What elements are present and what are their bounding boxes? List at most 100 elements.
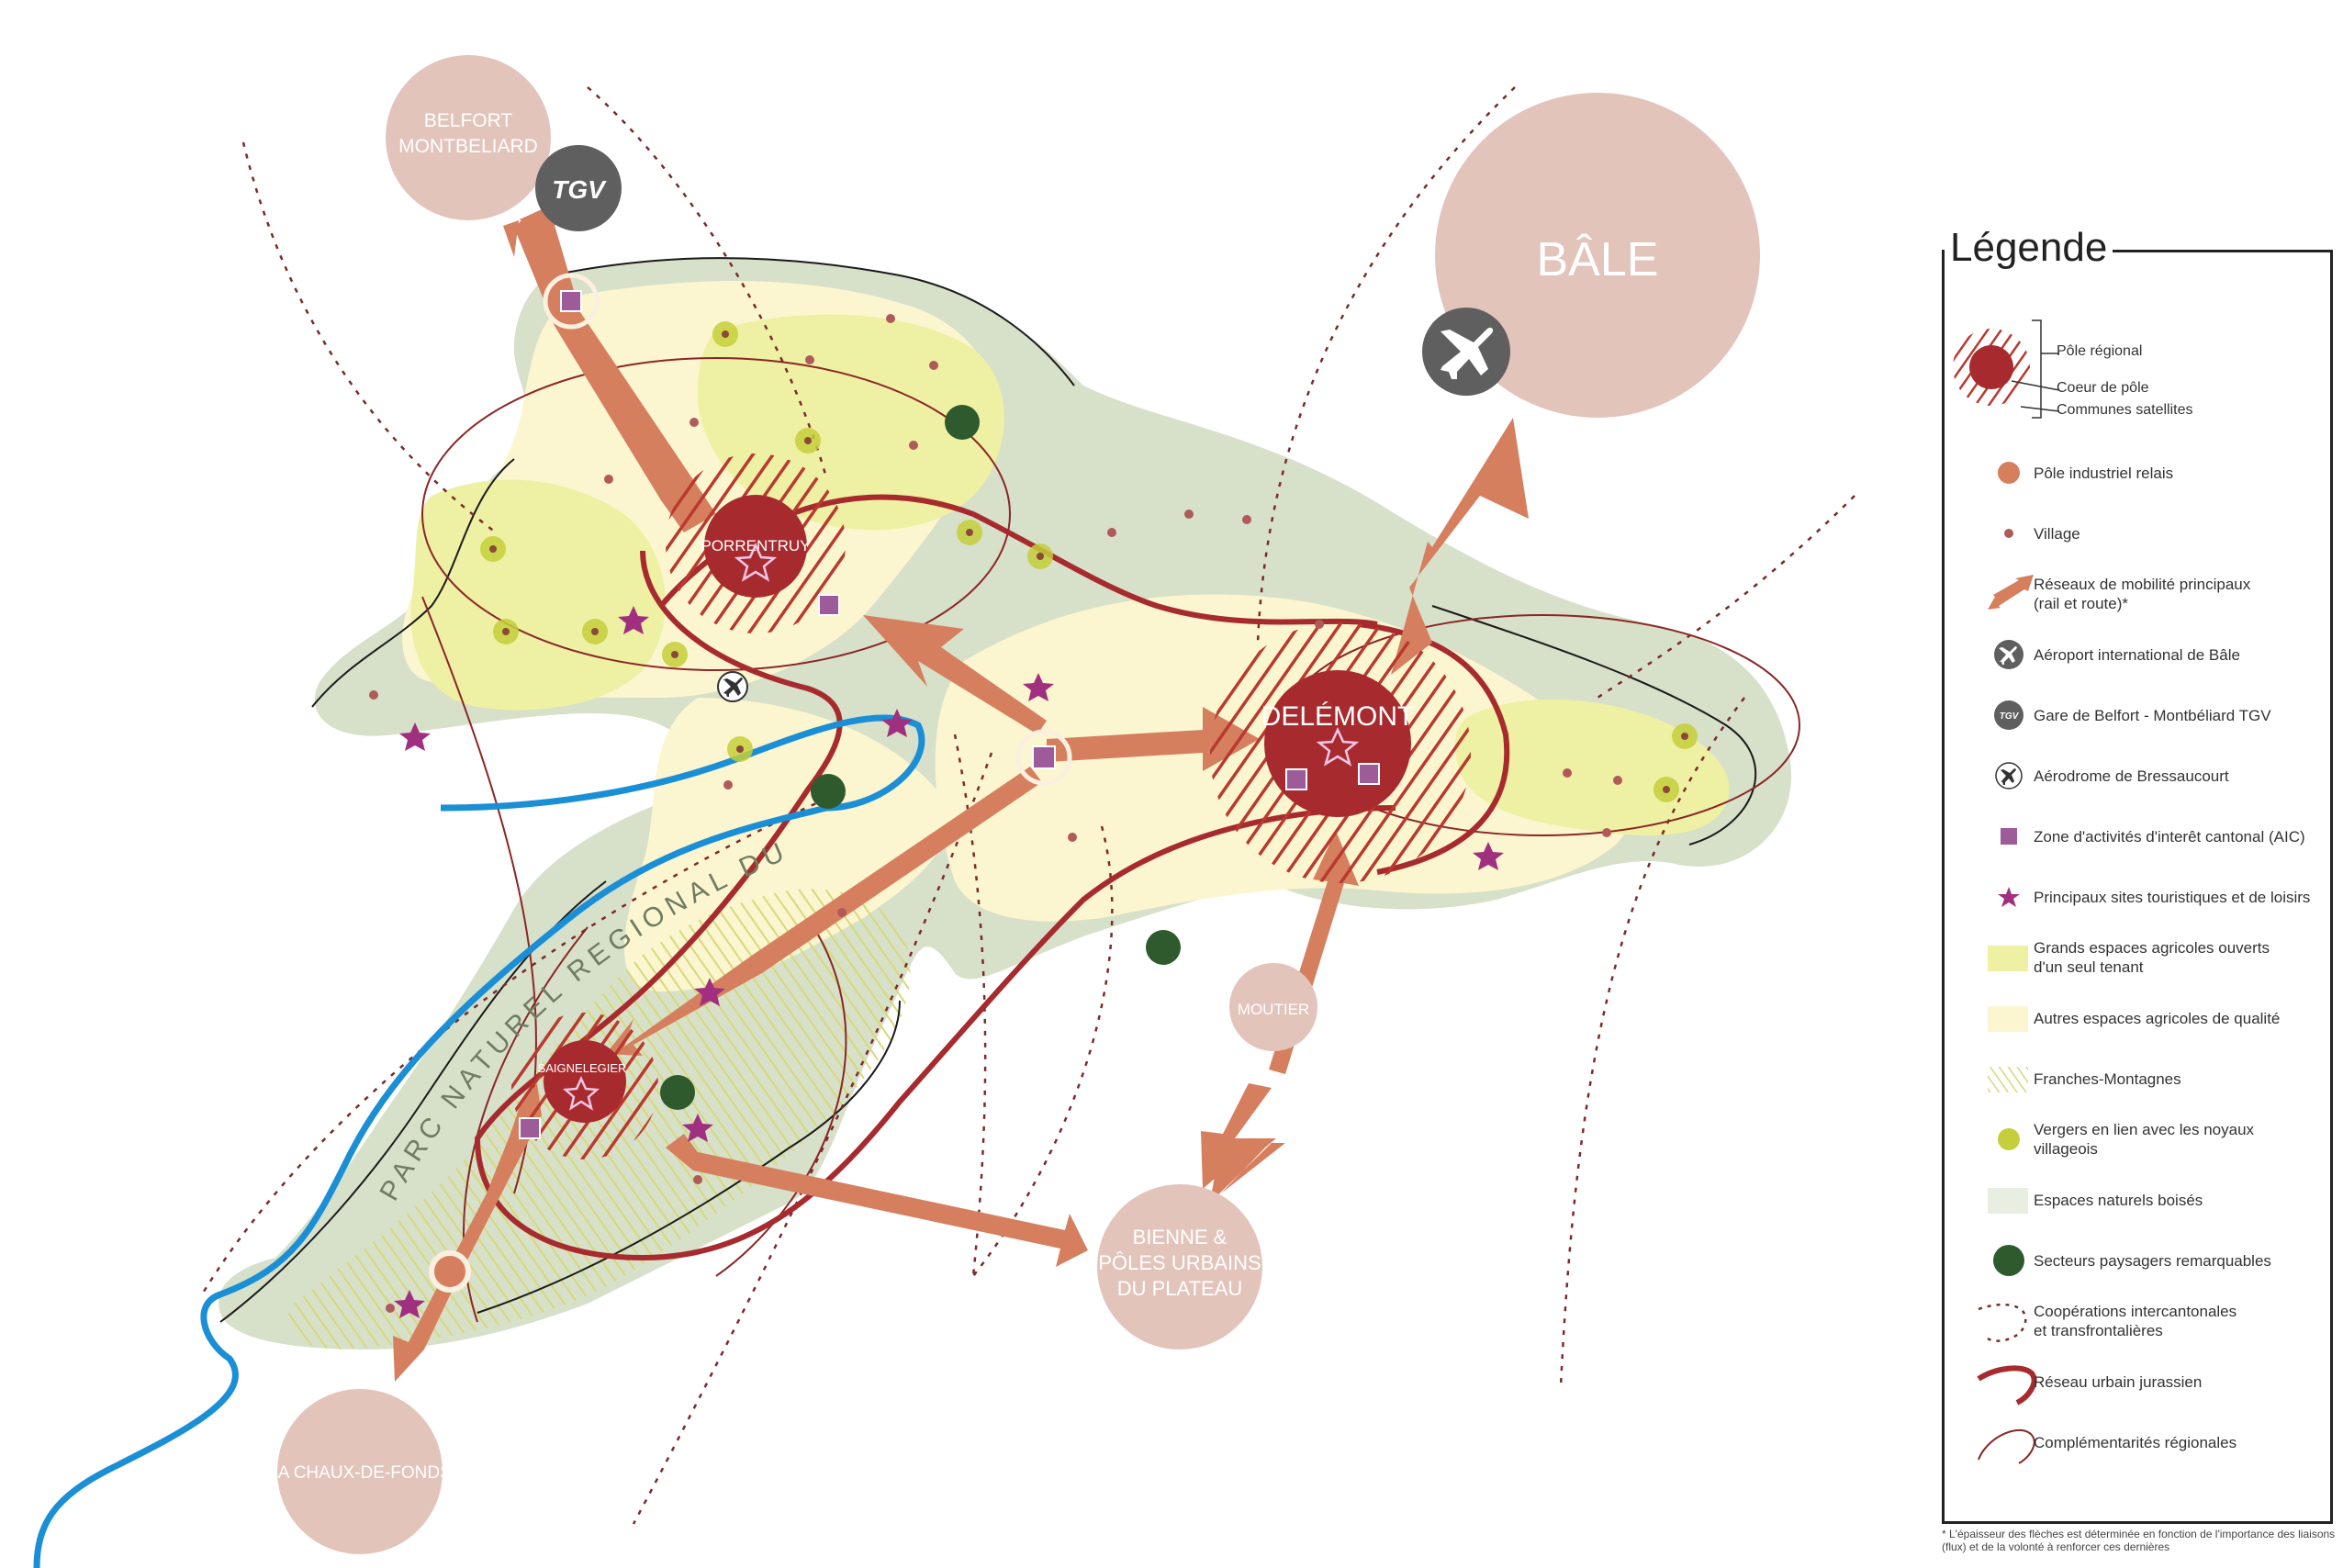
delemont-core[interactable] xyxy=(1264,670,1411,817)
villages xyxy=(369,314,1622,1313)
star-icon xyxy=(734,543,778,582)
yellow-green-box-icon xyxy=(1967,927,2050,988)
orange-dot-icon xyxy=(1967,442,2050,503)
star-icon xyxy=(562,1075,600,1111)
agri-open-zone-west xyxy=(410,479,666,711)
airport-icon[interactable] xyxy=(1422,308,1510,396)
bienne-bubble[interactable] xyxy=(1097,1184,1262,1350)
legend-item: Réseau urbain jurassien xyxy=(1942,1351,2327,1412)
aerodrome-icon[interactable] xyxy=(717,671,748,702)
legend-item-label: Complémentarités régionales xyxy=(2034,1433,2237,1451)
legend-item: Franches-Montagnes xyxy=(1942,1048,2327,1109)
legend-item: Réseaux de mobilité principaux(rail et r… xyxy=(1942,564,2327,624)
legend-item: Aéroport international de Bâle xyxy=(1942,624,2327,685)
legend-footnote: * L'épaisseur des flèches est déterminée… xyxy=(1942,1528,2336,1553)
legend-item: Complémentarités régionales xyxy=(1942,1412,2327,1473)
arrow-moutier-south xyxy=(1201,1083,1272,1189)
legend-item-label: Franches-Montagnes xyxy=(2034,1070,2181,1088)
pale-green-box-icon xyxy=(1967,1170,2050,1230)
legend-pole-regional-label: Pôle régional xyxy=(2057,343,2143,359)
double-arrow-icon xyxy=(1967,564,2050,624)
legend-item-label: Principaux sites touristiques et de lois… xyxy=(2034,888,2311,906)
dark-green-dot-icon xyxy=(1967,1230,2050,1291)
arrow-saignelegier-chaux xyxy=(393,1083,542,1382)
purple-square-icon xyxy=(1967,806,2050,867)
legend-item-label: Village xyxy=(2034,524,2080,543)
thin-red-curve-icon xyxy=(1967,1412,2050,1473)
chaux-bubble[interactable] xyxy=(277,1389,443,1554)
legend-item: Zone d'activités d'interêt cantonal (AIC… xyxy=(1942,806,2327,867)
legend-item-label: Réseaux de mobilité principaux(rail et r… xyxy=(2034,576,2251,612)
orchards xyxy=(480,321,1698,802)
thick-red-curve-icon xyxy=(1967,1351,2050,1412)
industrial-relay-pole[interactable] xyxy=(429,1250,471,1293)
saignelegier-label: SAIGNELEGIER xyxy=(538,1061,627,1075)
legend-item-label: Pôle industriel relais xyxy=(2034,464,2174,482)
airplane-dark-icon xyxy=(1967,624,2050,685)
legend-communes-satellites-label: Communes satellites xyxy=(2057,402,2193,418)
moutier-bubble[interactable] xyxy=(1229,963,1317,1051)
chaux-label: LA CHAUX-DE-FONDS xyxy=(268,1463,452,1483)
legend-coeur-pole-label: Coeur de pôle xyxy=(2057,380,2149,396)
legend-item: Secteurs paysagers remarquables xyxy=(1942,1230,2327,1291)
legend-item: Principaux sites touristiques et de lois… xyxy=(1942,867,2327,927)
legend-item-label: Secteurs paysagers remarquables xyxy=(2034,1251,2271,1270)
tgv-dark-icon: TGV xyxy=(1967,685,2050,745)
cooperation-curves xyxy=(200,86,1855,1525)
hub-porrentruy-belfort[interactable] xyxy=(543,273,600,330)
legend-item: Vergers en lien avec les noyaux villageo… xyxy=(1942,1109,2327,1170)
pole-regional-symbol xyxy=(1953,319,2060,419)
legend-item-label: Zone d'activités d'interêt cantonal (AIC… xyxy=(2034,827,2305,846)
legend-item-label: Espaces naturels boisés xyxy=(2034,1191,2203,1209)
arrow-hub-saignelegier xyxy=(606,767,1042,1056)
mobility-arrows xyxy=(393,200,1529,1382)
river-doubs xyxy=(33,714,925,1568)
arrow-hub-delemont xyxy=(1047,707,1260,771)
remarkable-landscapes xyxy=(660,405,1181,1110)
legend-pole-regional: Pôle régional Coeur de pôle Communes sat… xyxy=(1942,317,2327,427)
legend-item: Espaces naturels boisés xyxy=(1942,1170,2327,1230)
small-dot-icon xyxy=(1967,503,2050,564)
agri-open-zone-east xyxy=(1454,699,1730,835)
svg-text:TGV: TGV xyxy=(2000,711,2020,722)
legend-item: Pôle industriel relais xyxy=(1942,442,2327,503)
airplane-outline-icon xyxy=(1967,745,2050,806)
tgv-station-icon[interactable] xyxy=(535,145,622,231)
dotted-curve-icon xyxy=(1967,1291,2050,1351)
legend-item-label: Aéroport international de Bâle xyxy=(2034,645,2240,664)
legend-item: Autres espaces agricoles de qualité xyxy=(1942,988,2327,1048)
arrow-saignelegier-bienne xyxy=(666,1134,1088,1267)
zone-outline xyxy=(311,257,1756,846)
tgv-label: TGV xyxy=(552,175,607,204)
saignelegier-core[interactable] xyxy=(544,1040,626,1123)
tourist-sites[interactable] xyxy=(394,606,1504,1318)
bale-bubble[interactable] xyxy=(1435,93,1760,418)
belfort-bubble[interactable] xyxy=(386,55,551,220)
delemont-label: DELÉMONT xyxy=(1261,701,1415,732)
star-icon xyxy=(1316,727,1360,767)
legend-item-label: Gare de Belfort - Montbéliard TGV xyxy=(2034,706,2271,724)
legend-item: Aérodrome de Bressaucourt xyxy=(1942,745,2327,806)
aic-zones[interactable] xyxy=(519,290,1380,1139)
legend-title: Légende xyxy=(1945,220,2113,275)
bale-label: BÂLE xyxy=(1537,233,1659,286)
legend-item-label: Réseau urbain jurassien xyxy=(2034,1372,2203,1391)
legend-item-label: Autres espaces agricoles de qualité xyxy=(2034,1009,2281,1027)
arrow-delemont-bale xyxy=(1391,418,1529,675)
arrow-porrentruy-belfort xyxy=(514,207,716,532)
legend-item: Village xyxy=(1942,503,2327,564)
legend-item: TGV Gare de Belfort - Montbéliard TGV xyxy=(1942,685,2327,745)
legend-item-label: Vergers en lien avec les noyaux villageo… xyxy=(2034,1121,2255,1158)
hub-center[interactable] xyxy=(1015,729,1072,786)
hatched-box-icon xyxy=(1967,1048,2050,1109)
star-icon xyxy=(1967,867,2050,927)
core-stars xyxy=(562,543,1360,1111)
legend-item-label: Aérodrome de Bressaucourt xyxy=(2034,767,2229,785)
